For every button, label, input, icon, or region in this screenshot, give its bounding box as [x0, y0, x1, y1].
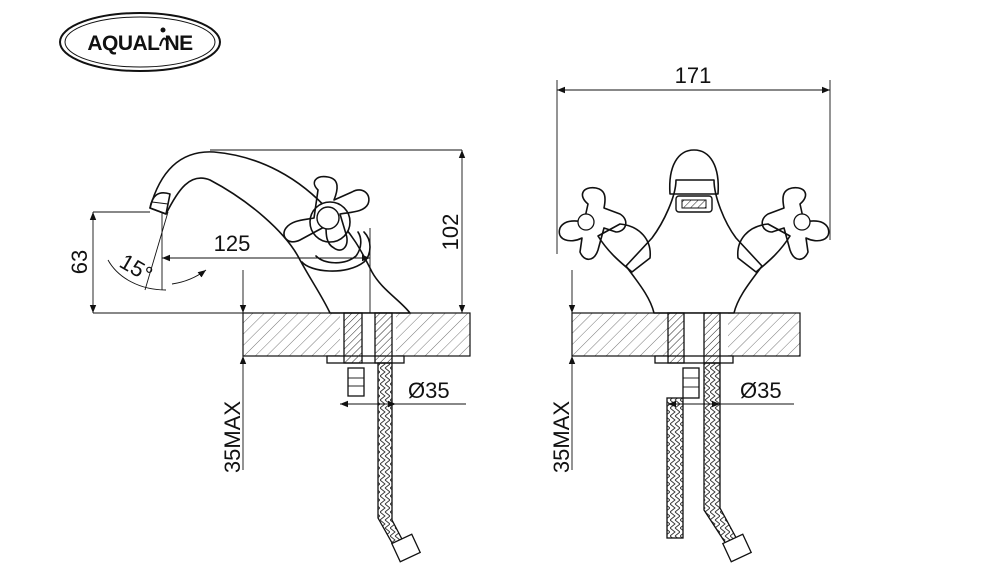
- mounting-plate: [326, 355, 405, 364]
- brand-logo-text: AQUAL NE: [87, 32, 193, 55]
- right-cross-handle: [761, 186, 830, 261]
- supply-hose-left: [666, 397, 684, 539]
- mounting-plate-front: [654, 355, 734, 364]
- front-view: 171 35MAX: [549, 63, 831, 563]
- counter-thickness-side-label: 35MAX: [220, 401, 245, 473]
- faucet-body: [149, 151, 411, 314]
- hole-diameter-front-label: Ø35: [740, 378, 782, 403]
- cross-handle: [283, 175, 370, 251]
- logo-dot-icon: [160, 27, 166, 33]
- spout-angle-label: 15°: [116, 249, 157, 287]
- supply-hose: [377, 362, 406, 551]
- mounting-nut: [347, 367, 365, 397]
- logo-wave-icon: [159, 37, 169, 47]
- mounting-nut-front: [682, 367, 700, 399]
- hole-diameter-side-label: Ø35: [408, 378, 450, 403]
- spout-height-label: 63: [67, 250, 92, 274]
- supply-hose-right: [703, 362, 741, 551]
- faucet-body-front: [625, 179, 763, 314]
- overall-width-label: 171: [675, 63, 712, 88]
- counter-thickness-front-label: 35MAX: [549, 401, 574, 473]
- left-cross-handle: [558, 186, 627, 261]
- aqualine-logo: AQUAL NE: [59, 12, 221, 72]
- spout-reach-label: 125: [214, 231, 251, 256]
- side-view: 63 15° 125 102 35MAX Ø35: [67, 149, 471, 563]
- total-height-label: 102: [438, 214, 463, 251]
